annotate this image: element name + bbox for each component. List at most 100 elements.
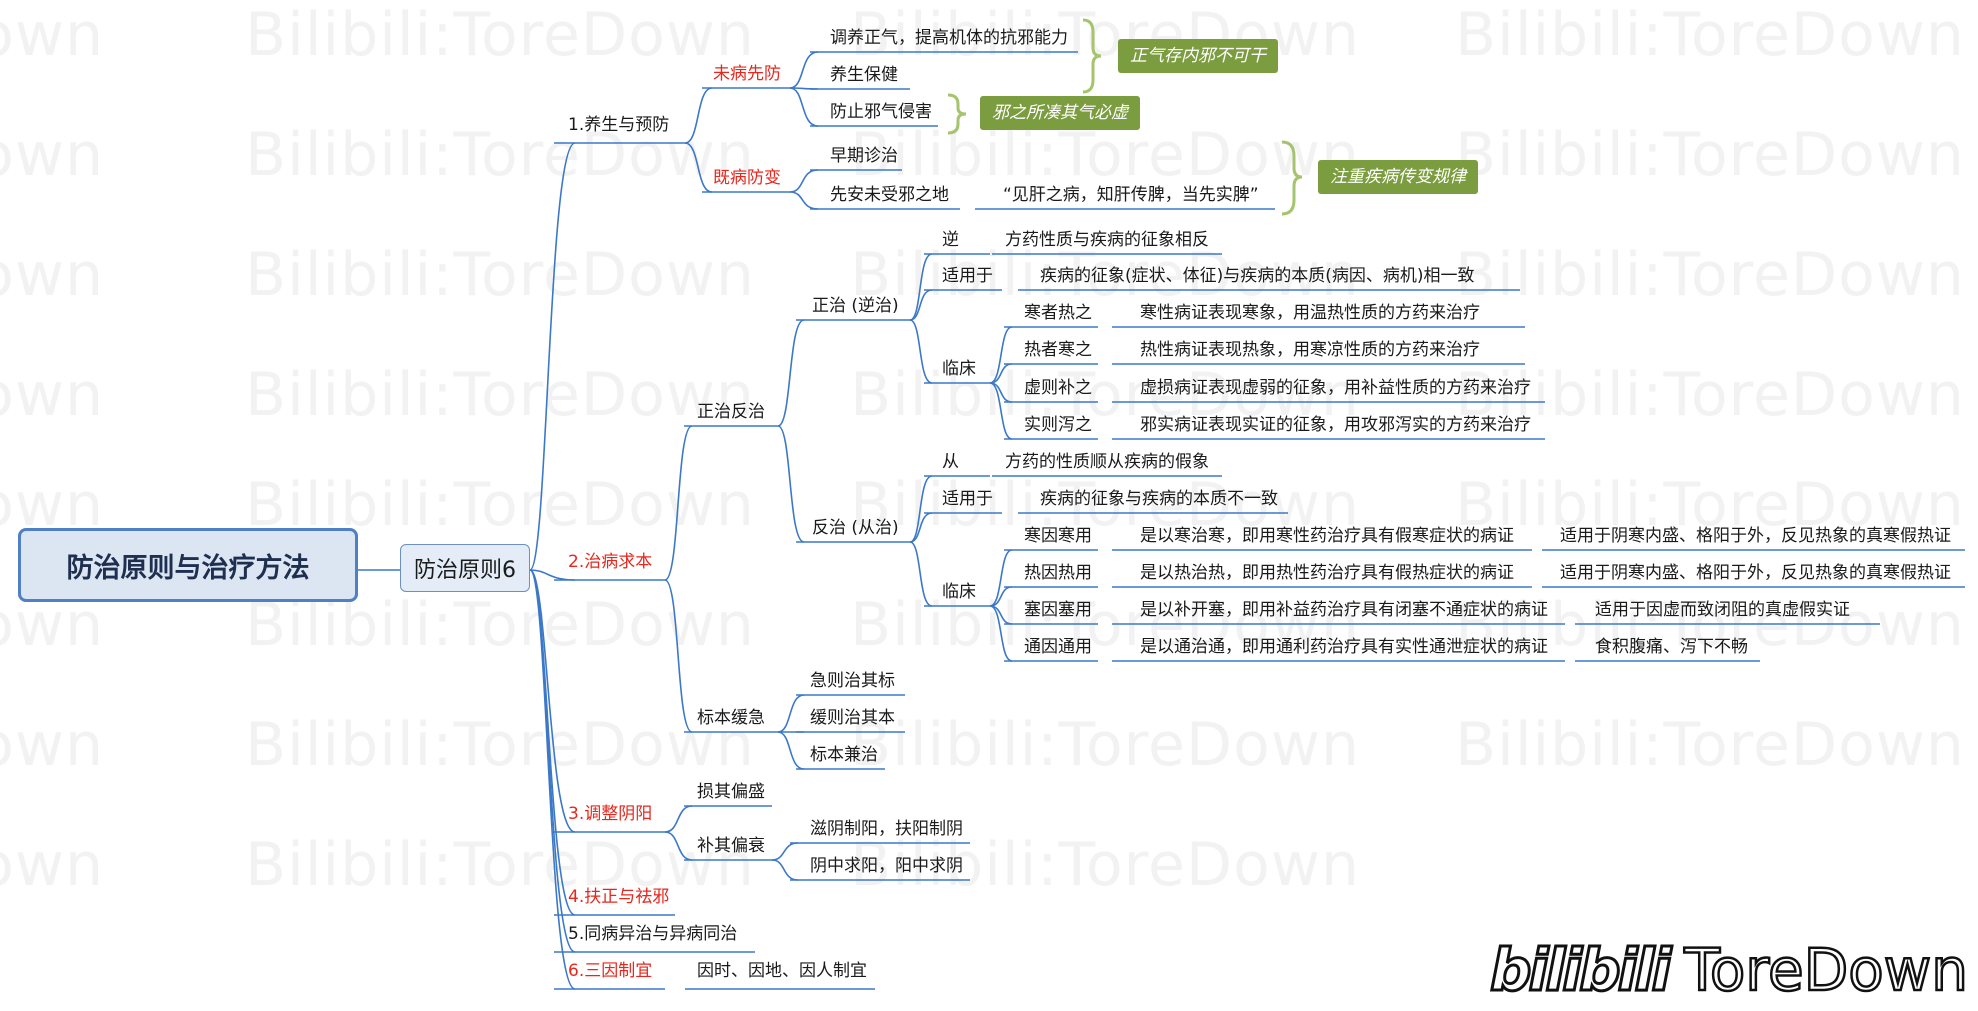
bracket (1082, 18, 1102, 94)
fanzhi-term[interactable]: 塞因塞用 (1024, 600, 1092, 620)
zhengzhi-desc[interactable]: 虚损病证表现虚弱的征象，用补益性质的方药来治疗 (1140, 378, 1531, 398)
connector (664, 805, 693, 833)
zhengzhi-term[interactable]: 虚则补之 (1024, 378, 1092, 398)
topic-fanzhi[interactable]: 反治 (从治) (812, 518, 899, 538)
topic-treat-root[interactable]: 2.治病求本 (568, 552, 653, 572)
bracket (947, 93, 967, 135)
yinyang-sunqi[interactable]: 损其偏盛 (697, 782, 765, 802)
connector (529, 142, 576, 571)
topic-yinyang[interactable]: 3.调整阴阳 (568, 804, 653, 824)
fanzhi-shiyong-desc[interactable]: 疾病的征象与疾病的本质不一致 (1040, 489, 1278, 509)
yinyang-bu-item[interactable]: 阴中求阳，阳中求阴 (810, 856, 963, 876)
connector (771, 842, 799, 861)
connector (789, 51, 819, 89)
connector (909, 541, 933, 607)
connector (989, 326, 1013, 384)
zhengzhi-term[interactable]: 热者寒之 (1024, 340, 1092, 360)
connector (989, 382, 1013, 440)
zhengzhi-desc[interactable]: 寒性病证表现寒象，用温热性质的方药来治疗 (1140, 303, 1480, 323)
weibing-item[interactable]: 防止邪气侵害 (830, 102, 932, 122)
topic-zhengzhi[interactable]: 正治 (逆治) (812, 296, 899, 316)
jibing-item[interactable]: 先安未受邪之地 (830, 185, 949, 205)
sanyin-desc[interactable]: 因时、因地、因人制宜 (697, 961, 867, 981)
yinyang-bu-item[interactable]: 滋阴制阳，扶阳制阴 (810, 819, 963, 839)
zhengzhi-shiyong[interactable]: 适用于 (942, 266, 993, 286)
fanzhi-desc[interactable]: 是以寒治寒，即用寒性药治疗具有假寒症状的病证 (1140, 526, 1514, 546)
connector (777, 425, 805, 543)
connector (529, 569, 576, 990)
callout-xiezhi[interactable]: 邪之所凑其气必虚 (980, 96, 1140, 130)
bilibili-logo: bilibili ToreDown (1488, 930, 1969, 1010)
bracket (1281, 140, 1303, 216)
connector (909, 319, 933, 384)
jibing-quote[interactable]: “见肝之病，知肝传脾，当先实脾” (1003, 185, 1259, 205)
biaoben-item[interactable]: 标本兼治 (810, 745, 878, 765)
connector (664, 831, 693, 861)
connector (989, 605, 1013, 662)
connector (684, 142, 713, 193)
zhengzhi-ni-desc[interactable]: 方药性质与疾病的征象相反 (1005, 230, 1209, 250)
yinyang-buqi[interactable]: 补其偏衰 (697, 836, 765, 856)
weibing-item[interactable]: 养生保健 (830, 65, 898, 85)
fanzhi-term[interactable]: 通因通用 (1024, 637, 1092, 657)
root-topic[interactable]: 防治原则与治疗方法 (18, 528, 358, 602)
topic-prevention[interactable]: 1.养生与预防 (568, 115, 670, 135)
fanzhi-term[interactable]: 热因热用 (1024, 563, 1092, 583)
fanzhi-term[interactable]: 寒因寒用 (1024, 526, 1092, 546)
topic-weibing[interactable]: 未病先防 (713, 64, 781, 84)
topic-fuzheng[interactable]: 4.扶正与祛邪 (568, 887, 670, 907)
fanzhi-cong-desc[interactable]: 方药的性质顺从疾病的假象 (1005, 452, 1209, 472)
connector (989, 586, 1013, 607)
connector (789, 87, 819, 127)
connector (777, 694, 805, 733)
subtopic-principles[interactable]: 防治原则6 (400, 544, 530, 592)
fanzhi-desc[interactable]: 是以补开塞，即用补益药治疗具有闭塞不通症状的病证 (1140, 600, 1548, 620)
connector (684, 87, 713, 144)
fanzhi-desc[interactable]: 是以热治热，即用热性药治疗具有假热症状的病证 (1140, 563, 1514, 583)
connector (771, 859, 799, 881)
fanzhi-desc[interactable]: 是以通治通，即用通利药治疗具有实性通泄症状的病证 (1140, 637, 1548, 657)
connector (909, 512, 933, 543)
topic-tongbing[interactable]: 5.同病异治与异病同治 (568, 924, 738, 944)
topic-sanyin[interactable]: 6.三因制宜 (568, 961, 653, 981)
biaoben-item[interactable]: 缓则治其本 (810, 708, 895, 728)
biaoben-item[interactable]: 急则治其标 (810, 671, 895, 691)
callout-chuanbian[interactable]: 注重疾病传变规律 (1318, 160, 1478, 194)
connector (909, 475, 933, 543)
fanzhi-linchuang[interactable]: 临床 (942, 582, 976, 602)
connector (664, 579, 693, 733)
fanzhi-note[interactable]: 适用于阴寒内盛、格阳于外，反见热象的真寒假热证 (1560, 526, 1951, 546)
connector (777, 731, 805, 770)
zhengzhi-term[interactable]: 实则泻之 (1024, 415, 1092, 435)
fanzhi-note[interactable]: 适用于阴寒内盛、格阳于外，反见热象的真寒假热证 (1560, 563, 1951, 583)
fanzhi-shiyong[interactable]: 适用于 (942, 489, 993, 509)
callout-zhengqi[interactable]: 正气存内邪不可干 (1118, 39, 1278, 73)
weibing-item[interactable]: 调养正气，提高机体的抗邪能力 (830, 28, 1068, 48)
fanzhi-note[interactable]: 适用于因虚而致闭阻的真虚假实证 (1595, 600, 1850, 620)
connector (777, 319, 805, 427)
connector (989, 363, 1013, 384)
connector (789, 191, 819, 210)
fanzhi-cong[interactable]: 从 (942, 452, 959, 472)
connector (664, 425, 693, 581)
zhengzhi-desc[interactable]: 热性病证表现热象，用寒凉性质的方药来治疗 (1140, 340, 1480, 360)
topic-biaoben[interactable]: 标本缓急 (697, 708, 765, 728)
topic-jibing[interactable]: 既病防变 (713, 168, 781, 188)
connector (989, 382, 1013, 403)
connector (989, 549, 1013, 607)
connector (909, 253, 933, 321)
connector (989, 605, 1013, 625)
fanzhi-note[interactable]: 食积腹痛、泻下不畅 (1595, 637, 1748, 657)
connector (789, 169, 819, 193)
jibing-item[interactable]: 早期诊治 (830, 146, 898, 166)
zhengzhi-desc[interactable]: 邪实病证表现实证的征象，用攻邪泻实的方药来治疗 (1140, 415, 1531, 435)
zhengzhi-ni[interactable]: 逆 (942, 230, 959, 250)
connector (909, 289, 933, 321)
bilibili-logo-mark: bilibili (1488, 935, 1672, 1006)
zhengzhi-shiyong-desc[interactable]: 疾病的征象(症状、体征)与疾病的本质(病因、病机)相一致 (1040, 266, 1475, 286)
topic-zhengfan[interactable]: 正治反治 (697, 402, 765, 422)
uploader-name: ToreDown (1683, 935, 1969, 1006)
zhengzhi-linchuang[interactable]: 临床 (942, 359, 976, 379)
zhengzhi-term[interactable]: 寒者热之 (1024, 303, 1092, 323)
